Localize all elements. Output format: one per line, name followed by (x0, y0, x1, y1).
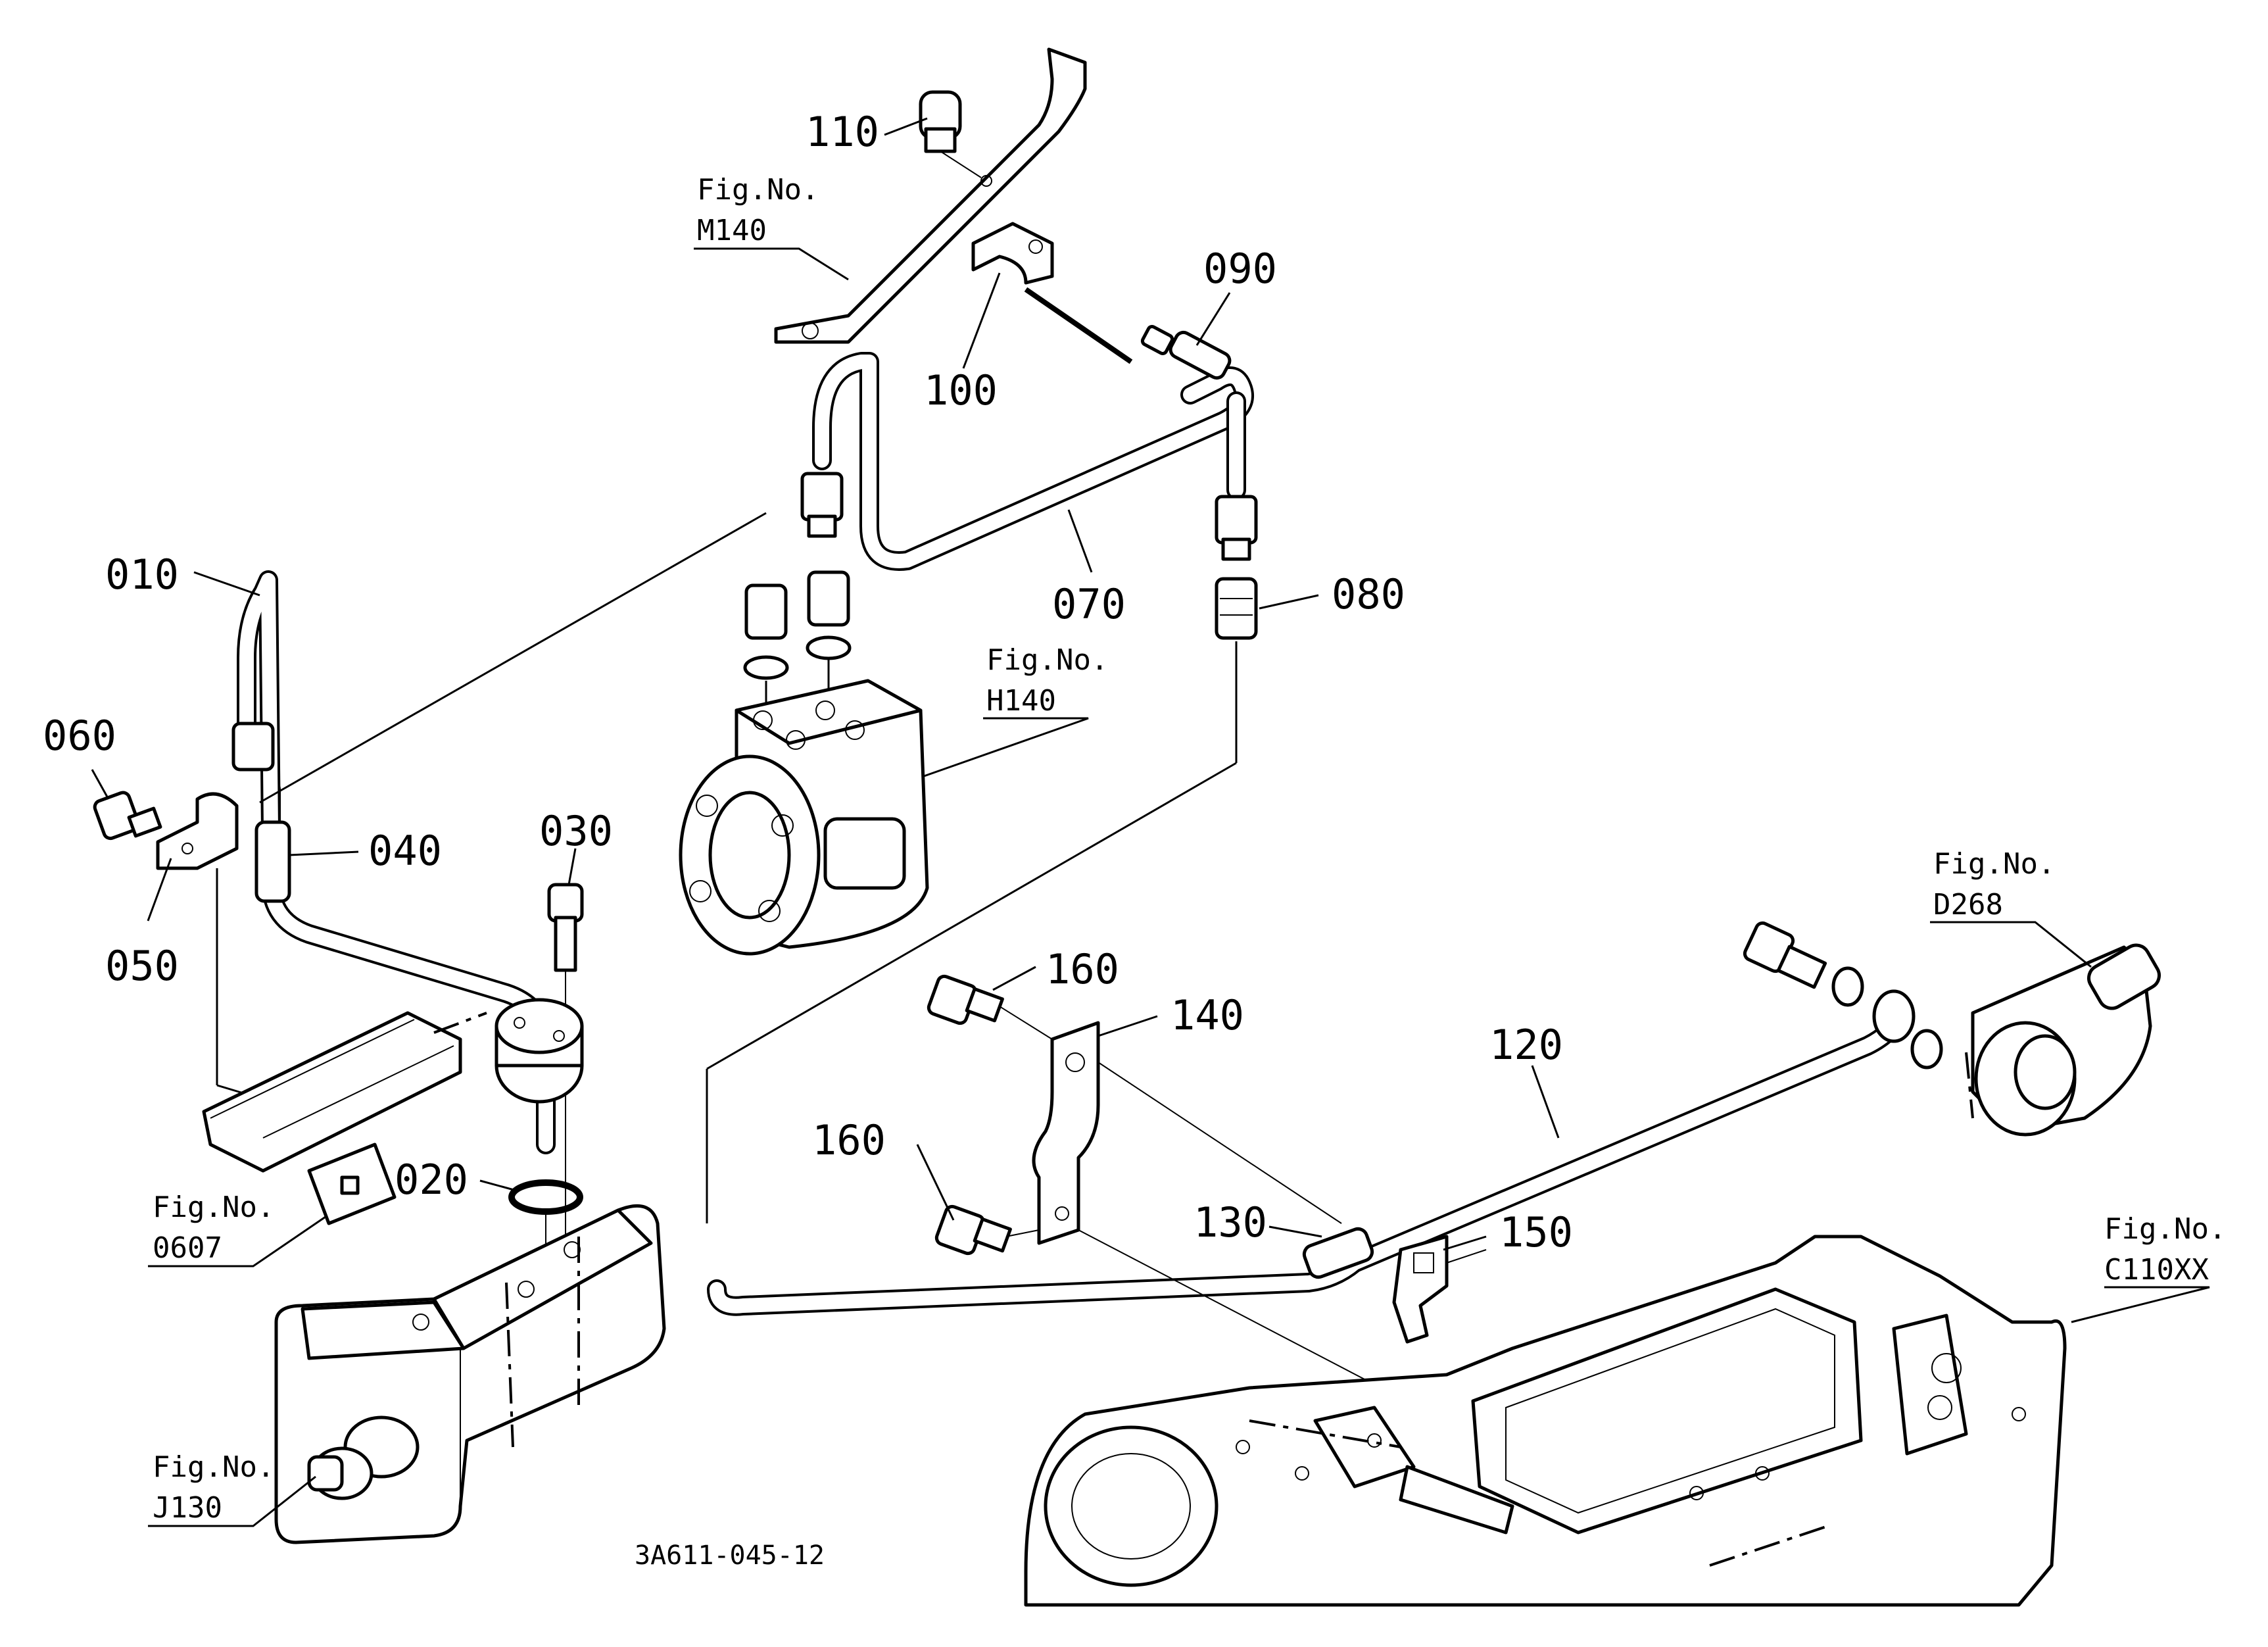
component-d268 (1965, 943, 2161, 1137)
bolt-160-lower (934, 1204, 1012, 1256)
bolt-060 (93, 791, 162, 841)
label-030: 030 (539, 807, 613, 855)
banjo-fittings-120 (1743, 921, 1943, 1069)
cap-bolt-110 (919, 90, 982, 178)
drawing-code: 3A611-045-12 (635, 1540, 825, 1571)
label-110: 110 (806, 108, 879, 156)
fig-ref-0607-prefix: Fig.No. (153, 1191, 274, 1224)
fig-ref-d268-prefix: Fig.No. (1933, 847, 2055, 881)
pipe-clamp-150 (1392, 1235, 1487, 1344)
fig-ref-m140-prefix: Fig.No. (697, 173, 819, 207)
fig-ref-h140: Fig.No. H140 (986, 643, 1108, 718)
pipe-bracket-140 (999, 1006, 1382, 1389)
steering-port-fittings (259, 512, 852, 804)
fig-ref-m140: Fig.No. M140 (697, 173, 819, 247)
fig-ref-j130-number: J130 (153, 1491, 222, 1525)
label-160-upper: 160 (1046, 945, 1119, 993)
fig-ref-d268: Fig.No. D268 (1933, 847, 2055, 922)
fig-ref-d268-number: D268 (1933, 888, 2003, 922)
transmission-case-c110xx (1024, 1235, 2067, 1607)
flare-nut-right (1215, 495, 1258, 561)
fig-ref-c110xx-number: C110XX (2104, 1253, 2209, 1287)
label-140: 140 (1170, 991, 1244, 1039)
pipe-070 (812, 352, 1254, 571)
fig-ref-0607: Fig.No. 0607 (153, 1191, 274, 1265)
label-010: 010 (105, 551, 179, 599)
pipe-clamp-050 (156, 792, 251, 1096)
hydraulic-pump-j130 (274, 1204, 666, 1544)
label-070: 070 (1052, 580, 1126, 628)
label-040: 040 (368, 827, 442, 875)
label-120: 120 (1489, 1021, 1563, 1069)
support-bracket-m140 (774, 47, 1087, 344)
label-020: 020 (395, 1156, 468, 1204)
fig-ref-j130: Fig.No. J130 (153, 1450, 274, 1525)
label-100: 100 (924, 366, 998, 414)
adapter-080 (706, 577, 1258, 1223)
fig-ref-c110xx-prefix: Fig.No. (2104, 1212, 2226, 1246)
fig-ref-j130-prefix: Fig.No. (153, 1450, 274, 1484)
pipe-sleeve-040 (231, 722, 291, 903)
frame-bracket-0607 (202, 1011, 487, 1225)
power-steering-unit-h140 (679, 679, 929, 956)
pipe-clamp-100 (971, 222, 1133, 364)
fig-ref-h140-number: H140 (986, 684, 1056, 718)
label-150: 150 (1499, 1208, 1573, 1256)
bolt-160-upper (927, 974, 1004, 1025)
fig-ref-c110xx: Fig.No. C110XX (2104, 1212, 2226, 1287)
pipe-sleeve-090 (1140, 324, 1232, 380)
fig-ref-h140-prefix: Fig.No. (986, 643, 1108, 677)
fig-ref-0607-number: 0607 (153, 1231, 222, 1265)
pipe-flange-block (495, 998, 584, 1104)
fig-ref-m140-number: M140 (697, 214, 767, 247)
label-080: 080 (1332, 570, 1405, 618)
label-050: 050 (105, 942, 179, 990)
label-160-lower: 160 (812, 1116, 886, 1164)
pipe-sleeve-130 (1302, 1227, 1374, 1279)
label-060: 060 (43, 712, 116, 760)
leader-lines (91, 117, 2210, 1527)
flare-nut-left (800, 472, 844, 538)
label-090: 090 (1203, 245, 1277, 293)
label-130: 130 (1194, 1198, 1267, 1246)
